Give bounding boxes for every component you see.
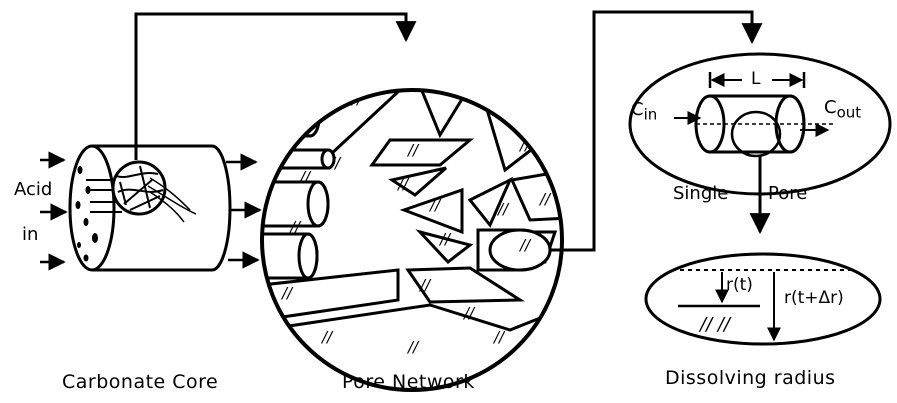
svg-text://: // — [440, 60, 454, 78]
svg-text://: // — [396, 175, 410, 193]
svg-text://: // — [492, 328, 506, 346]
dissolving-caption: Dissolving radius — [665, 369, 836, 388]
svg-text://: // — [438, 230, 452, 248]
svg-text://: // — [418, 276, 432, 294]
carbonate-core — [70, 146, 230, 270]
c-out-symbol: C — [824, 97, 837, 118]
svg-text://: // — [538, 190, 552, 208]
c-out-label: Cout — [824, 99, 861, 121]
c-in-symbol: C — [631, 99, 644, 120]
r-t-dt-label: r(t+Δr) — [784, 290, 844, 307]
dissolving-ellipse — [646, 254, 880, 344]
acid-inlet-arrows — [40, 160, 66, 262]
acid-label: Acid — [14, 181, 52, 199]
radius-hatches: // // — [698, 314, 732, 335]
core-outlet-arrows — [226, 162, 260, 260]
svg-text://: // — [406, 141, 420, 159]
svg-text://: // — [320, 328, 334, 346]
c-out-subscript: out — [837, 104, 862, 122]
single-label: Single — [673, 185, 728, 203]
svg-text://: // — [328, 154, 342, 172]
svg-text://: // — [288, 218, 302, 236]
svg-text://: // — [462, 304, 476, 322]
in-label: in — [22, 226, 38, 244]
svg-text://: // — [524, 106, 538, 124]
network-caption: Pore Network — [342, 373, 475, 392]
dissolving-radius-panel: // // — [640, 254, 890, 344]
svg-text://: // — [406, 338, 420, 356]
c-in-subscript: in — [644, 106, 658, 124]
c-in-label: Cin — [631, 101, 657, 123]
length-label: L — [751, 71, 760, 88]
svg-text://: // — [294, 96, 308, 114]
svg-text://: // — [518, 236, 532, 254]
svg-text://: // — [298, 168, 312, 186]
svg-text://: // — [428, 196, 442, 214]
svg-text://: // — [280, 284, 294, 302]
r-t-label: r(t) — [726, 277, 753, 294]
core-caption: Carbonate Core — [62, 373, 218, 392]
pore-label: Pore — [768, 185, 807, 203]
pore-network: // // // // // // // // // // // // // /… — [250, 60, 580, 400]
svg-text://: // — [496, 200, 510, 218]
